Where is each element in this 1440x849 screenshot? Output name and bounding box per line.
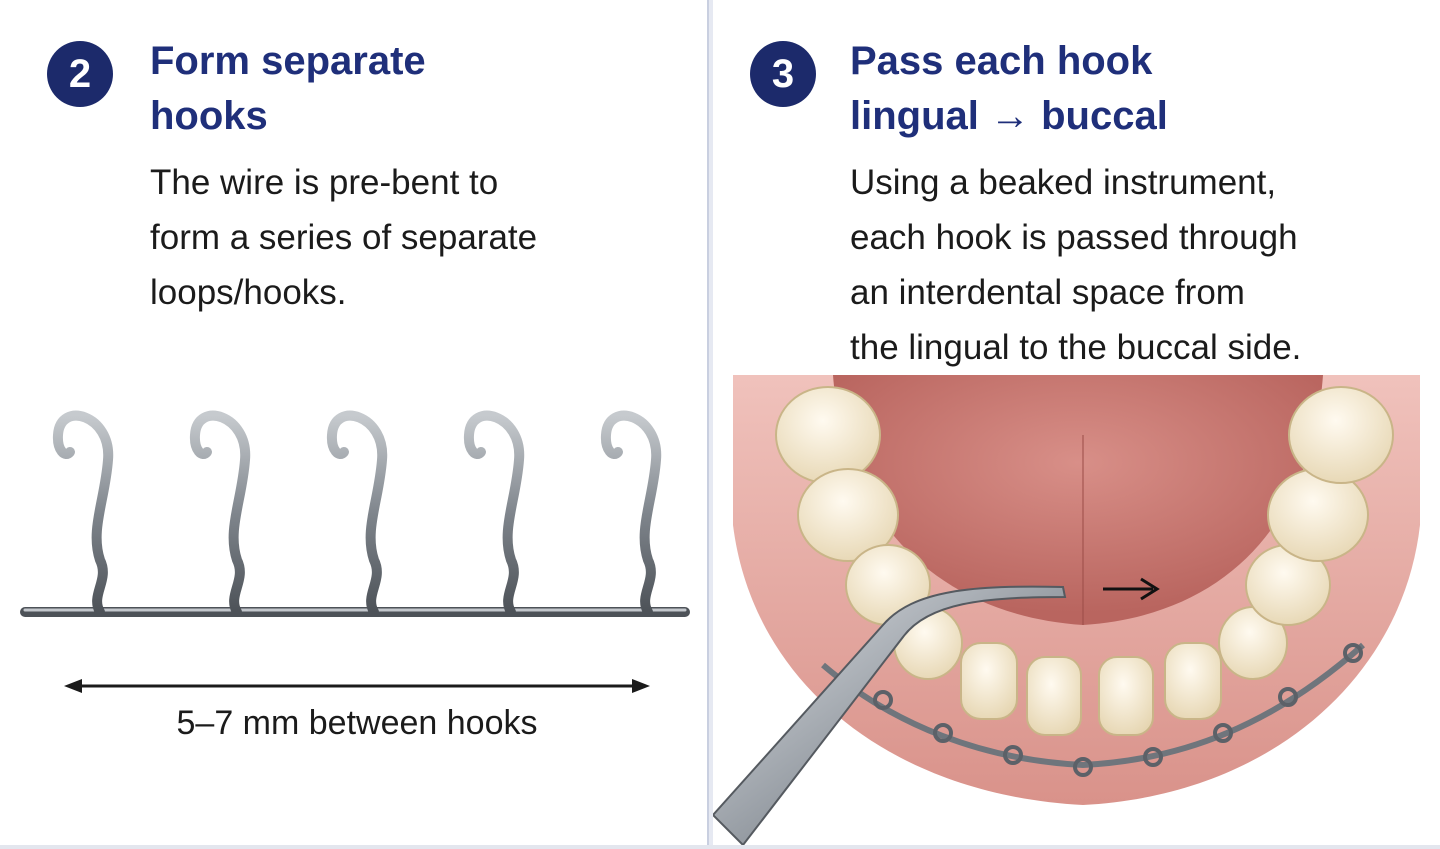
step-3-body-line-3: an interdental space from	[850, 265, 1245, 320]
wire-hook	[195, 416, 245, 612]
step-2-panel: 2 Form separate hooks The wire is pre-be…	[0, 0, 707, 845]
spacing-caption: 5–7 mm between hooks	[0, 704, 707, 743]
step-2-body-line-2: form a series of separate	[150, 210, 537, 265]
step-3-number-badge: 3	[750, 41, 816, 107]
spacing-arrow	[0, 672, 707, 702]
tooth	[1165, 643, 1221, 719]
step-2-number-badge: 2	[47, 41, 113, 107]
wire-hooks-illustration	[0, 380, 707, 640]
step-3-body-line-1: Using a beaked instrument,	[850, 155, 1276, 210]
step-3-body-line-4: the lingual to the buccal side.	[850, 320, 1301, 375]
step-3-title-line-1: Pass each hook	[850, 34, 1152, 89]
tooth	[1099, 657, 1153, 735]
step-2-body-line-1: The wire is pre-bent to	[150, 155, 498, 210]
wire-hook	[58, 416, 108, 612]
bottom-border	[0, 845, 1440, 849]
step-3-body-line-2: each hook is passed through	[850, 210, 1298, 265]
step-3-title-line-2: lingual → buccal	[850, 89, 1168, 144]
tooth	[961, 643, 1017, 719]
step-2-title-line-2: hooks	[150, 89, 268, 144]
wire-hook	[606, 416, 656, 612]
tooth	[1289, 387, 1393, 483]
dental-arch-illustration	[713, 375, 1440, 845]
step-2-title-line-1: Form separate	[150, 34, 426, 89]
step-2-body-line-3: loops/hooks.	[150, 265, 347, 320]
tooth	[776, 387, 880, 483]
wire-hook	[469, 416, 519, 612]
tooth	[1027, 657, 1081, 735]
wire-hook	[332, 416, 382, 612]
step-3-panel: 3 Pass each hook lingual → buccal Using …	[713, 0, 1440, 845]
